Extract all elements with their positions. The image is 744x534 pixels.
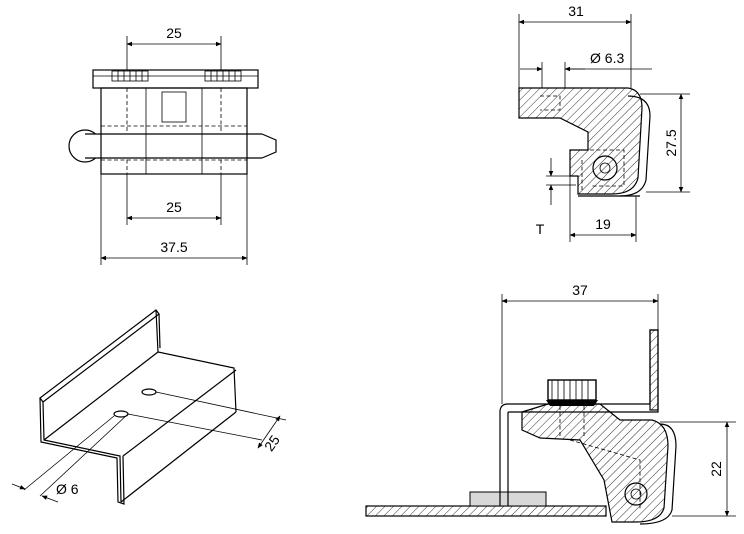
dim-side-height: 27.5 <box>663 129 679 156</box>
dim-side-depth: 19 <box>595 216 611 232</box>
side-section-view: 31 Ø 6.3 27.5 19 T <box>518 3 690 242</box>
label-thickness: T <box>536 221 545 237</box>
side-arm-section <box>518 87 643 195</box>
dim-side-hole: Ø 6.3 <box>590 50 624 66</box>
mounted-pivot <box>624 482 648 506</box>
dim-template-hole: Ø 6 <box>56 481 79 497</box>
drill-hole-1 <box>141 388 157 396</box>
front-body <box>100 87 248 175</box>
dim-template-spacing: 25 <box>261 432 283 454</box>
base-panel <box>365 505 607 517</box>
dim-front-total: 37.5 <box>160 239 187 255</box>
mounted-view: 37 22 <box>365 282 736 525</box>
front-view: 25 25 37.5 <box>68 25 277 265</box>
pin-tip <box>261 133 277 159</box>
dim-mounted-width: 37 <box>572 282 588 298</box>
mounting-screw <box>547 379 597 401</box>
dim-mounted-height: 22 <box>708 461 724 477</box>
door-panel <box>649 329 659 411</box>
dim-side-width: 31 <box>568 3 584 19</box>
dim-front-top: 25 <box>166 25 182 41</box>
center-block <box>161 91 187 123</box>
drill-template-view: 25 Ø 6 <box>11 309 287 505</box>
pivot-hole <box>592 155 618 181</box>
dim-front-inner: 25 <box>166 199 182 215</box>
